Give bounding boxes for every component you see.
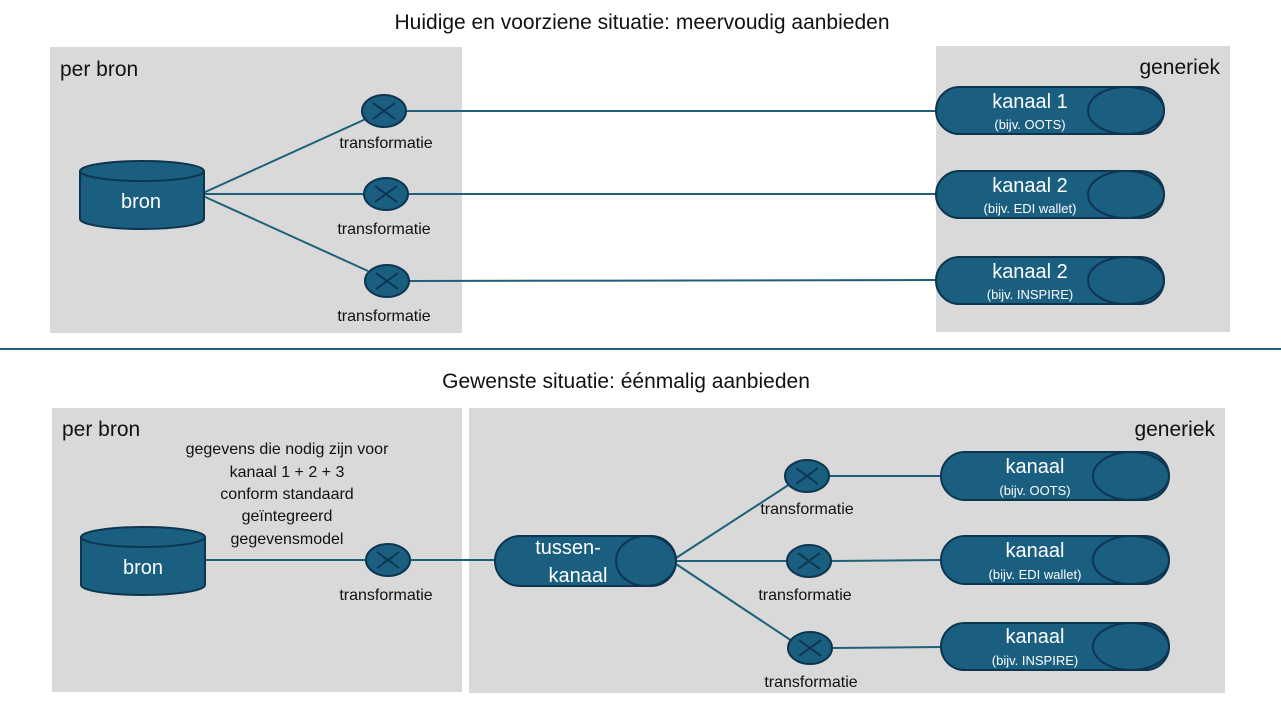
bottom-channel-3-example: (bijv. INSPIRE) xyxy=(992,653,1078,668)
top-channel-2-name: kanaal 2 xyxy=(992,175,1068,197)
top-channel-2: kanaal 2 (bijv. EDI wallet) xyxy=(935,170,1165,219)
bottom-channel-2-name: kanaal xyxy=(1006,540,1065,562)
top-transform-1-label: transformatie xyxy=(339,135,432,152)
bottom-channel-1: kanaal (bijv. OOTS) xyxy=(940,451,1170,501)
bottom-transform-3-label: transformatie xyxy=(764,674,857,691)
bottom-note: gegevens die nodig zijn voor kanaal 1 + … xyxy=(186,441,389,548)
bottom-connectors xyxy=(205,475,942,649)
bottom-transform-1-label: transformatie xyxy=(760,501,853,518)
top-transform-2-label: transformatie xyxy=(337,221,430,238)
bottom-generic-label: generiek xyxy=(1134,418,1215,441)
bottom-note-line-4: geïntegreerd xyxy=(242,508,333,525)
top-title: Huidige en voorziene situatie: meervoudi… xyxy=(395,11,890,34)
bottom-transform-2-label: transformatie xyxy=(758,587,851,604)
bottom-transform-2 xyxy=(786,544,832,578)
bottom-per-source-label: per bron xyxy=(62,418,140,441)
bottom-channel-3: kanaal (bijv. INSPIRE) xyxy=(940,622,1170,671)
bottom-channel-3-name: kanaal xyxy=(1006,626,1065,648)
intermediate-line-1: tussen- xyxy=(535,537,601,559)
top-transform-1 xyxy=(361,94,407,128)
bottom-transform-source xyxy=(365,543,411,577)
top-channel-3-example: (bijv. INSPIRE) xyxy=(987,287,1073,302)
top-channel-1: kanaal 1 (bijv. OOTS) xyxy=(935,86,1165,135)
bottom-note-line-5: gegevensmodel xyxy=(231,531,344,548)
bottom-note-line-3: conform standaard xyxy=(220,486,353,503)
intermediate-line-2: kanaal xyxy=(549,565,608,587)
bottom-transform-3 xyxy=(787,631,833,665)
top-source-label: bron xyxy=(121,191,161,213)
top-channel-2-example: (bijv. EDI wallet) xyxy=(984,201,1077,216)
top-transform-2 xyxy=(363,177,409,211)
bottom-channel-2-example: (bijv. EDI wallet) xyxy=(989,567,1082,582)
bottom-channel-1-name: kanaal xyxy=(1006,456,1065,478)
bottom-transform-1 xyxy=(784,459,830,493)
top-connectors xyxy=(202,110,937,282)
top-channel-1-name: kanaal 1 xyxy=(992,91,1068,113)
top-channel-3-name: kanaal 2 xyxy=(992,261,1068,283)
top-per-source-label: per bron xyxy=(60,58,138,81)
top-transform-3 xyxy=(364,264,410,298)
top-source-database: bron xyxy=(79,160,205,230)
bottom-channel-2: kanaal (bijv. EDI wallet) xyxy=(940,535,1170,585)
top-channel-3: kanaal 2 (bijv. INSPIRE) xyxy=(935,256,1165,305)
bottom-channel-1-example: (bijv. OOTS) xyxy=(999,483,1070,498)
bottom-source-database: bron xyxy=(80,526,206,596)
bottom-intermediate-channel: tussen- kanaal xyxy=(494,535,677,587)
bottom-note-line-2: kanaal 1 + 2 + 3 xyxy=(230,464,345,481)
top-channel-1-example: (bijv. OOTS) xyxy=(994,117,1065,132)
bottom-note-line-1: gegevens die nodig zijn voor xyxy=(186,441,389,458)
top-transform-3-label: transformatie xyxy=(337,308,430,325)
bottom-transform-source-label: transformatie xyxy=(339,587,432,604)
bottom-title: Gewenste situatie: éénmalig aanbieden xyxy=(442,370,810,393)
bottom-source-label: bron xyxy=(123,557,163,579)
top-generic-label: generiek xyxy=(1139,56,1220,79)
